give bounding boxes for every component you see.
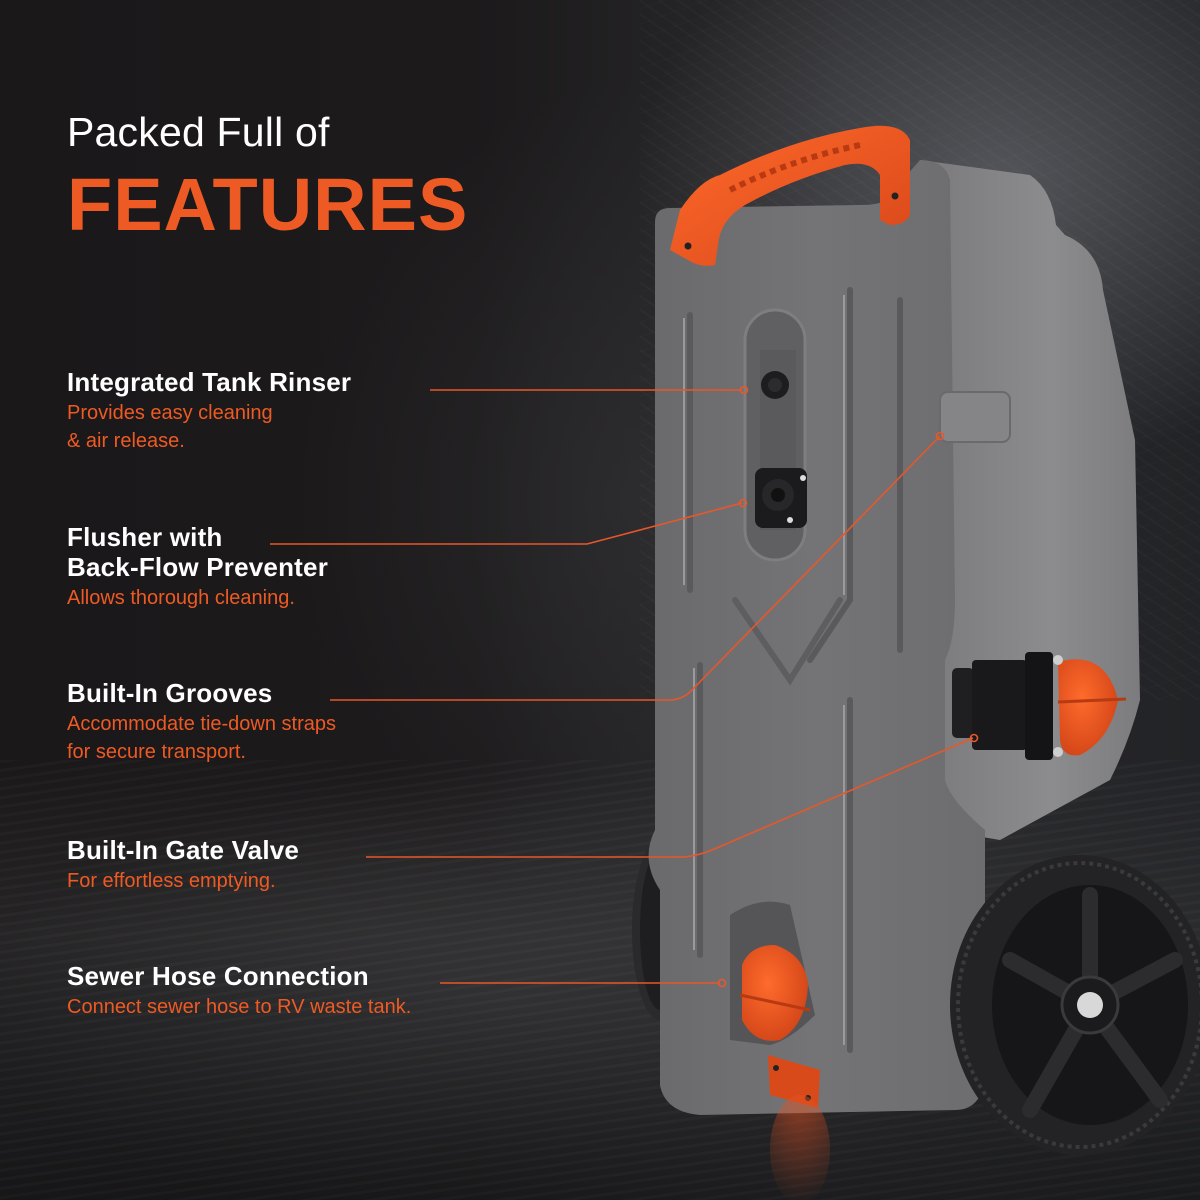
headline-intro: Packed Full of [67, 109, 330, 155]
wheel-front [950, 855, 1200, 1155]
strap-groove [939, 391, 1011, 443]
feature-description: for secure transport. [67, 741, 246, 763]
handle [670, 125, 910, 266]
feature-title: Back-Flow Preventer [67, 552, 329, 582]
feature-title: Integrated Tank Rinser [67, 367, 352, 397]
page-headline: Packed Full of FEATURES [67, 108, 468, 244]
gate-valve [952, 652, 1127, 760]
rinser-cap [761, 371, 789, 399]
sewer-cap [730, 901, 820, 1108]
feature-title: Flusher with [67, 522, 223, 552]
headline-features: FEATURES [67, 163, 469, 246]
feature-title: Sewer Hose Connection [67, 961, 369, 991]
feature-tank-rinser: Integrated Tank Rinser Provides easy cle… [67, 367, 351, 455]
feature-description: Provides easy cleaning [67, 402, 273, 424]
feature-description: Connect sewer hose to RV waste tank. [67, 996, 412, 1018]
feature-sewer-hose: Sewer Hose Connection Connect sewer hose… [67, 961, 411, 1021]
feature-description: Accommodate tie-down straps [67, 713, 337, 735]
feature-title: Built-In Gate Valve [67, 835, 300, 865]
feature-description: Allows thorough cleaning. [67, 587, 295, 609]
feature-title: Built-In Grooves [67, 678, 273, 708]
feature-flusher: Flusher with Back-Flow Preventer Allows … [67, 522, 328, 612]
feature-description: & air release. [67, 430, 185, 452]
feature-description: For effortless emptying. [67, 870, 276, 892]
feature-gate-valve: Built-In Gate Valve For effortless empty… [67, 835, 299, 895]
feature-grooves: Built-In Grooves Accommodate tie-down st… [67, 678, 336, 766]
flusher-fitting [755, 468, 807, 528]
